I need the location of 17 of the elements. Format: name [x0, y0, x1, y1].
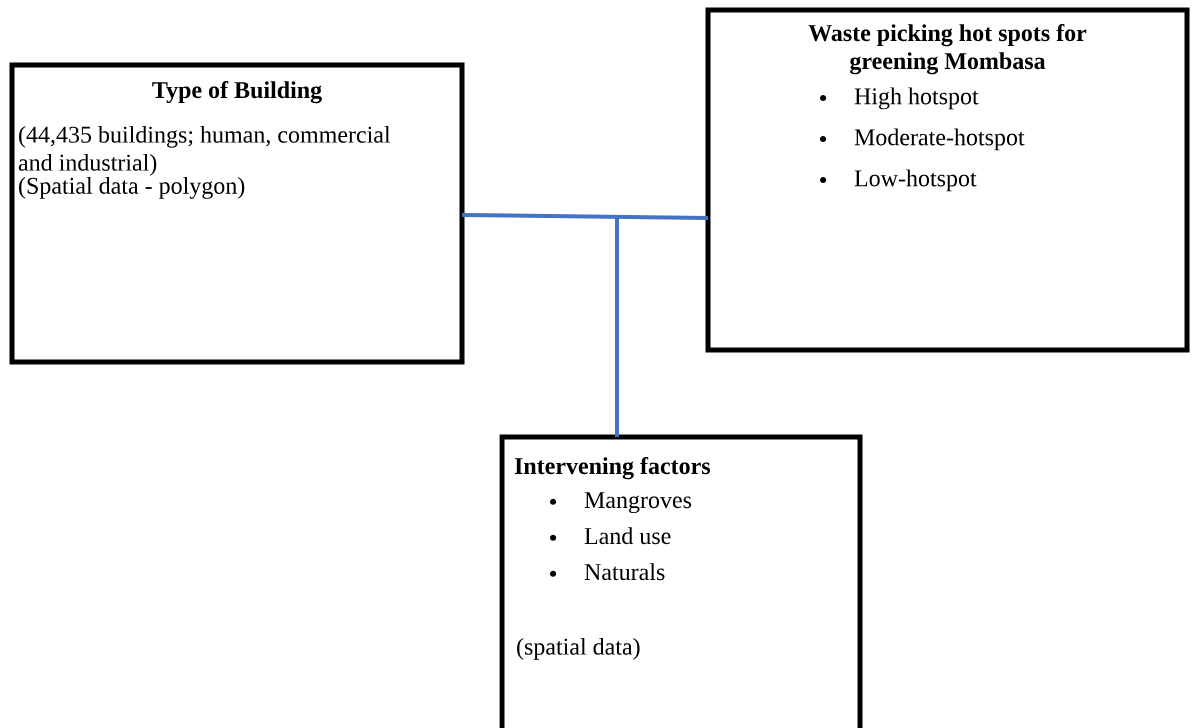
connector-line — [462, 213, 709, 220]
box-text: (spatial data) — [517, 637, 640, 660]
text-box — [705, 7, 1190, 353]
bullet-item: Moderate-hotspot — [820, 128, 1025, 151]
box-title: Type of Building — [152, 81, 322, 104]
text-box — [9, 62, 465, 365]
text-box — [499, 434, 863, 728]
box-text: (Spatial data - polygon) — [19, 177, 245, 199]
bullet-item: Low-hotspot — [820, 169, 977, 192]
bullet-item: Naturals — [550, 563, 665, 581]
box-title: Intervening factors — [514, 457, 711, 480]
bullet-item: Mangroves — [550, 492, 692, 514]
box-text: (44,435 buildings; human, commercial and industrial) — [18, 125, 391, 176]
connector-line — [615, 216, 619, 437]
bullet-item: Land use — [550, 527, 671, 545]
box-title: Waste picking hot spots for greening Mombasa — [808, 24, 1087, 75]
bullet-item: High hotspot — [820, 87, 979, 110]
